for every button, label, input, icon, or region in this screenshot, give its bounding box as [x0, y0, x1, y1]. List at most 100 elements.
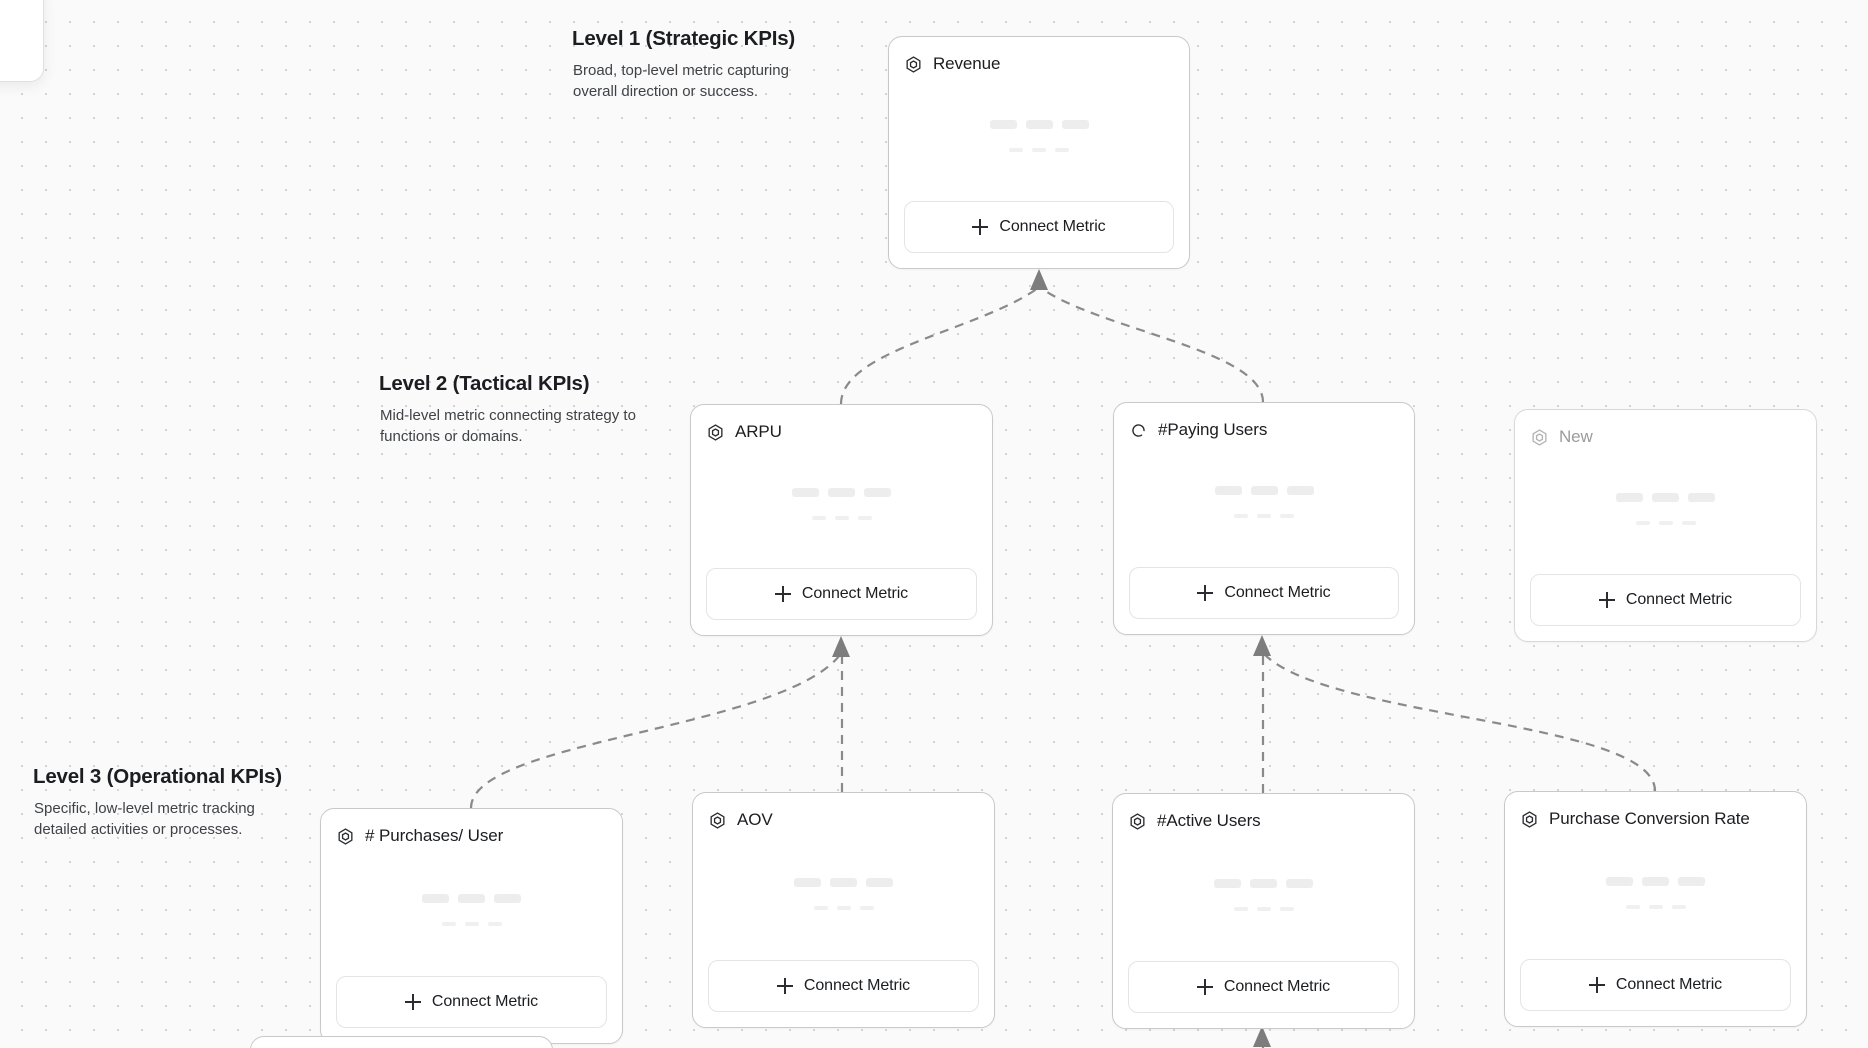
card-header: Purchase Conversion Rate: [1520, 806, 1791, 832]
connect-metric-label: Connect Metric: [1625, 591, 1733, 608]
skeleton-bar: [864, 487, 891, 497]
arrowhead-revenue: [1030, 269, 1048, 290]
connect-metric-label: Connect Metric: [803, 977, 911, 994]
card-header: New: [1530, 424, 1801, 450]
card-placeholder-body: [1530, 450, 1801, 574]
connect-metric-button[interactable]: Connect Metric: [336, 976, 607, 1028]
card-header: ARPU: [706, 419, 977, 445]
connect-metric-label: Connect Metric: [1224, 584, 1331, 601]
skeleton-bar: [836, 905, 851, 910]
level-1-title: Level 1 (Strategic KPIs): [572, 27, 796, 50]
connect-metric-button[interactable]: Connect Metric: [1128, 961, 1399, 1013]
skeleton-bar: [1616, 493, 1643, 502]
connect-metric-button[interactable]: Connect Metric: [708, 960, 979, 1012]
skeleton-bar: [834, 515, 849, 520]
skeleton-row-primary: [989, 120, 1089, 129]
skeleton-bar: [1234, 514, 1248, 518]
card-header: #Active Users: [1128, 808, 1399, 834]
card-placeholder-body: [336, 849, 607, 976]
skeleton-bar: [1678, 876, 1705, 886]
edge-purchases-to-arpu: [469, 654, 841, 809]
level-3-label: Level 3 (Operational KPIs) Specific, low…: [33, 765, 294, 841]
skeleton-bar: [1009, 148, 1023, 152]
skeleton-row-secondary: [813, 905, 874, 910]
skeleton-row-primary: [1616, 493, 1715, 502]
card-placeholder-body: [706, 445, 977, 568]
connect-metric-button[interactable]: Connect Metric: [1520, 959, 1791, 1011]
card-placeholder-body: [904, 77, 1174, 201]
skeleton-row-primary: [422, 893, 521, 903]
card-title: Revenue: [933, 54, 1001, 73]
skeleton-bar: [1642, 876, 1669, 886]
connect-metric-label: Connect Metric: [1615, 976, 1723, 993]
skeleton-bar: [441, 921, 456, 926]
skeleton-bar: [1061, 120, 1089, 129]
skeleton-bar: [828, 487, 855, 497]
skeleton-bar: [830, 877, 857, 887]
skeleton-bar: [1279, 906, 1294, 911]
edge-arpu-to-revenue: [839, 287, 1039, 405]
skeleton-bar: [813, 905, 828, 910]
card-header: #Paying Users: [1129, 417, 1399, 443]
card-title: #Active Users: [1157, 811, 1261, 830]
metric-card-paying-users[interactable]: #Paying Users Connect Metric: [1113, 402, 1415, 635]
skeleton-bar: [1250, 878, 1277, 888]
plus-icon: [972, 219, 989, 235]
card-header: Revenue: [904, 51, 1174, 77]
plus-icon: [1197, 585, 1214, 601]
level-1-description: Broad, top-level metric capturing overal…: [573, 62, 789, 101]
card-title: # Purchases/ User: [365, 826, 504, 845]
level-2-title: Level 2 (Tactical KPIs): [379, 372, 590, 395]
floating-toolbar-panel[interactable]: ➔: [0, 0, 44, 82]
metric-card-offscreen-bottom[interactable]: [250, 1036, 553, 1048]
skeleton-row-secondary: [1625, 904, 1686, 909]
metric-card-purchase-conversion-rate[interactable]: Purchase Conversion Rate Connect Metric: [1504, 791, 1807, 1027]
hexagon-target-icon: [1530, 428, 1549, 447]
skeleton-bar: [487, 921, 502, 926]
skeleton-bar: [1286, 486, 1314, 495]
plus-icon: [1196, 979, 1213, 995]
metric-card-new[interactable]: New Connect Metric: [1514, 409, 1817, 642]
skeleton-bar: [1280, 514, 1294, 518]
level-1-label: Level 1 (Strategic KPIs) Broad, top-leve…: [572, 27, 833, 103]
card-title: ARPU: [735, 422, 782, 441]
connect-metric-label: Connect Metric: [999, 218, 1106, 235]
metric-card-arpu[interactable]: ARPU Connect Metric: [690, 404, 993, 636]
connect-metric-button[interactable]: Connect Metric: [904, 201, 1174, 253]
connect-metric-button[interactable]: Connect Metric: [1129, 567, 1399, 619]
connect-metric-button[interactable]: Connect Metric: [1530, 574, 1801, 626]
skeleton-row-secondary: [1233, 906, 1294, 911]
connect-metric-button[interactable]: Connect Metric: [706, 568, 977, 620]
skeleton-bar: [1652, 493, 1679, 502]
skeleton-bar: [1671, 904, 1686, 909]
card-title: Purchase Conversion Rate: [1549, 809, 1750, 828]
metric-card-aov[interactable]: AOV Connect Metric: [692, 792, 995, 1028]
card-title: #Paying Users: [1158, 420, 1268, 439]
metric-card-purchases-per-user[interactable]: # Purchases/ User Connect Metric: [320, 808, 623, 1044]
skeleton-bar: [1256, 906, 1271, 911]
skeleton-bar: [857, 515, 872, 520]
skeleton-bar: [1250, 486, 1278, 495]
hexagon-target-icon: [706, 423, 725, 442]
skeleton-bar: [422, 893, 449, 903]
card-placeholder-body: [1520, 832, 1791, 959]
metric-card-active-users[interactable]: #Active Users Connect Metric: [1112, 793, 1415, 1029]
plus-icon: [1588, 977, 1605, 993]
level-2-description: Mid-level metric connecting strategy to …: [380, 407, 636, 446]
skeleton-row-primary: [1214, 486, 1314, 495]
skeleton-bar: [458, 893, 485, 903]
card-placeholder-body: [708, 833, 979, 960]
arrowhead-arpu: [832, 636, 850, 657]
metric-card-revenue[interactable]: Revenue Connect Metric: [888, 36, 1190, 269]
skeleton-bar: [494, 893, 521, 903]
skeleton-row-secondary: [811, 515, 872, 520]
plus-icon: [776, 978, 793, 994]
connect-metric-label: Connect Metric: [801, 585, 909, 602]
skeleton-row-secondary: [1234, 514, 1294, 518]
skeleton-bar: [792, 487, 819, 497]
skeleton-row-primary: [792, 487, 891, 497]
skeleton-bar: [1214, 878, 1241, 888]
card-header: AOV: [708, 807, 979, 833]
skeleton-bar: [1286, 878, 1313, 888]
